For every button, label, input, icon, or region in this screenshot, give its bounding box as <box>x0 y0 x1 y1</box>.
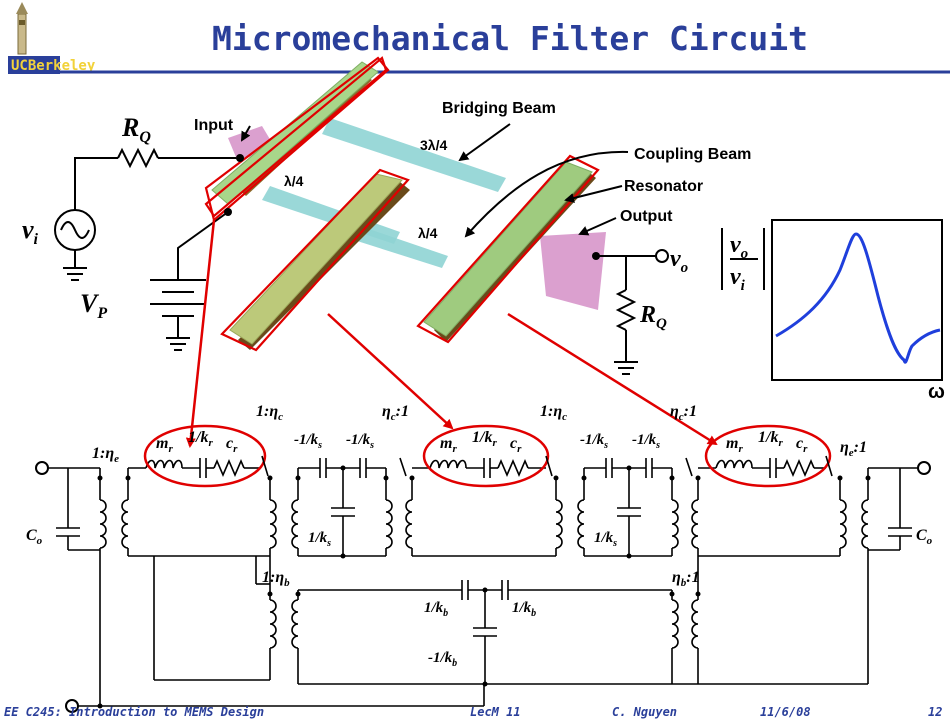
footer-author: C. Nguyen <box>612 705 677 719</box>
rq-right-label: RQ <box>639 302 667 332</box>
lambda-label-top: λ/4 <box>284 173 304 189</box>
plot-frame <box>771 219 943 381</box>
output-port-icon <box>917 461 931 475</box>
resonator-label: Resonator <box>624 178 703 195</box>
campanile-logo-icon <box>16 2 28 55</box>
frequency-response-plot: vo vi ω <box>721 219 945 403</box>
label-kb-right: 1/kb <box>512 600 536 619</box>
label-cr-1: cr <box>226 435 238 455</box>
label-ks-2: 1/ks <box>594 530 617 549</box>
three-lambda-label: 3λ/4 <box>420 137 447 153</box>
input-source <box>54 147 240 281</box>
rq-left-label: RQ <box>121 113 151 146</box>
bridging-beam-label: Bridging Beam <box>442 100 556 117</box>
tank-3-highlight <box>704 424 832 488</box>
input-electrode <box>228 126 274 162</box>
output-electrode <box>540 232 606 310</box>
output-circuit <box>596 249 669 375</box>
tank-2-highlight <box>422 424 550 488</box>
label-kb-left: 1/kb <box>424 600 448 619</box>
equivalent-circuit: 1:ηe mr 1/kr cr 1:ηc -1/ks -1/ks 1/ks ηc… <box>26 403 933 713</box>
label-neg-ks-1b: -1/ks <box>346 432 374 451</box>
label-mr-1: mr <box>156 435 173 455</box>
vo-label: vo <box>670 246 688 276</box>
header: UCBerkeley Micromechanical Filter Circui… <box>8 2 950 74</box>
label-cr-2: cr <box>510 435 522 455</box>
rq-right-resistor <box>615 289 637 331</box>
label-neg-kb: -1/kb <box>428 650 457 669</box>
label-eta-e-one: ηe:1 <box>840 439 867 459</box>
vo-vi-ratio: vo vi <box>721 228 765 294</box>
vo-terminal-icon <box>655 249 669 263</box>
svg-text:vi: vi <box>730 264 746 294</box>
coupling-beam-label: Coupling Beam <box>634 146 751 163</box>
label-cr-3: cr <box>796 435 808 455</box>
label-neg-ks-1a: -1/ks <box>294 432 322 451</box>
vi-label: vi <box>22 215 39 248</box>
footer: EE C245: Introduction to MEMS Design Lec… <box>4 705 942 719</box>
response-curve <box>775 232 941 364</box>
page-title: Micromechanical Filter Circuit <box>212 19 808 58</box>
resonator-2 <box>220 168 410 352</box>
label-kr-2: 1/kr <box>472 429 497 449</box>
footer-course: EE C245: Introduction to MEMS Design <box>4 705 264 719</box>
label-mr-3: mr <box>726 435 743 455</box>
footer-page: 12 <box>928 705 942 719</box>
footer-date: 11/6/08 <box>760 705 811 719</box>
svg-text:vo: vo <box>730 232 748 262</box>
label-eta-c-one-1: ηc:1 <box>382 403 409 423</box>
uc-berkeley-logo: UCBerkeley <box>11 58 96 74</box>
output-label: Output <box>620 208 673 225</box>
label-one-eta-b: 1:ηb <box>262 569 290 589</box>
resonator-3 <box>416 154 600 344</box>
label-co-right: Co <box>916 527 933 547</box>
vp-battery <box>150 211 229 351</box>
label-one-eta-e: 1:ηe <box>92 445 119 465</box>
coupling-beam-bottom <box>354 226 448 268</box>
label-one-eta-c-2: 1:ηc <box>540 403 567 423</box>
resonator-1 <box>204 56 390 222</box>
label-eta-b-one: ηb:1 <box>672 569 700 589</box>
footer-lecture: LecM 11 <box>470 705 521 719</box>
label-kr-1: 1/kr <box>188 429 213 449</box>
logo-bar <box>8 56 60 74</box>
input-port-icon <box>35 461 49 475</box>
device-illustration: vi RQ VP <box>22 56 751 375</box>
label-one-eta-c-1: 1:ηc <box>256 403 283 423</box>
label-eta-c-one-2: ηc:1 <box>670 403 697 423</box>
rq-left-resistor <box>117 147 159 169</box>
label-neg-ks-2a: -1/ks <box>580 432 608 451</box>
lambda-label-mid: λ/4 <box>418 225 438 241</box>
label-ks-1: 1/ks <box>308 530 331 549</box>
omega-label: ω <box>928 381 945 403</box>
input-label: Input <box>194 117 234 134</box>
bridging-beam <box>322 118 506 192</box>
label-mr-2: mr <box>440 435 457 455</box>
vp-label: VP <box>80 289 107 322</box>
label-neg-ks-2b: -1/ks <box>632 432 660 451</box>
mapping-arrows <box>185 219 718 448</box>
label-co-left: Co <box>26 527 43 547</box>
tank-1-highlight <box>143 424 267 488</box>
label-kr-3: 1/kr <box>758 429 783 449</box>
